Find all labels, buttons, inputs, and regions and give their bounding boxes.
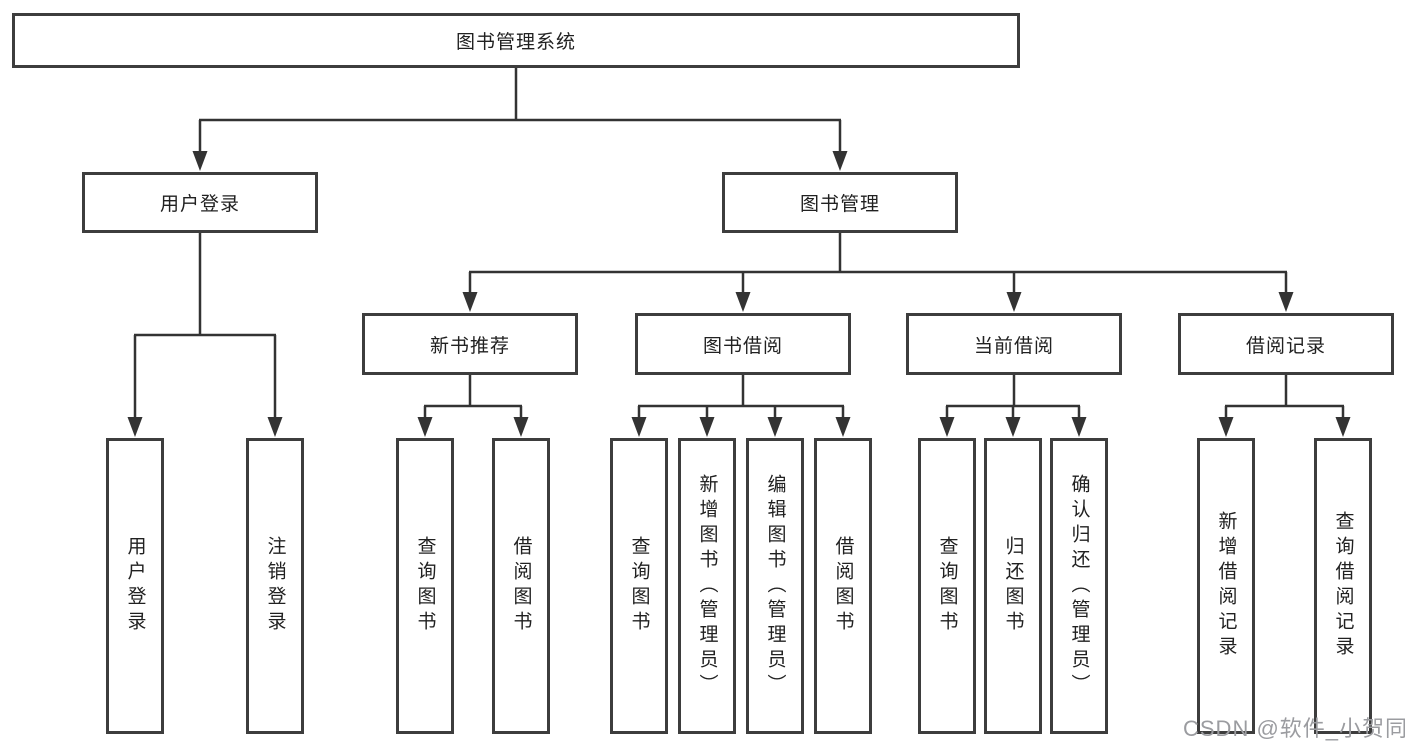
node-leaf-cb-query: 查询图书	[918, 438, 976, 734]
node-leaf-bb-borrow: 借阅图书	[814, 438, 872, 734]
node-current-borrow: 当前借阅	[906, 313, 1122, 375]
node-leaf-user-login: 用户登录	[106, 438, 164, 734]
node-root: 图书管理系统	[12, 13, 1020, 68]
node-new-books: 新书推荐	[362, 313, 578, 375]
node-leaf-bb-edit: 编辑图书（管理员）	[746, 438, 804, 734]
node-leaf-bb-add: 新增图书（管理员）	[678, 438, 736, 734]
node-borrow-books: 图书借阅	[635, 313, 851, 375]
node-leaf-cb-return: 归还图书	[984, 438, 1042, 734]
node-book-mgmt: 图书管理	[722, 172, 958, 233]
node-leaf-nb-query: 查询图书	[396, 438, 454, 734]
node-leaf-nb-borrow: 借阅图书	[492, 438, 550, 734]
node-leaf-bb-query: 查询图书	[610, 438, 668, 734]
node-leaf-logout: 注销登录	[246, 438, 304, 734]
node-leaf-br-add: 新增借阅记录	[1197, 438, 1255, 734]
node-leaf-cb-confirm: 确认归还（管理员）	[1050, 438, 1108, 734]
node-leaf-br-query: 查询借阅记录	[1314, 438, 1372, 734]
node-borrow-records: 借阅记录	[1178, 313, 1394, 375]
watermark-text: CSDN @软件_小贺同学	[1183, 716, 1405, 741]
node-user-login: 用户登录	[82, 172, 318, 233]
